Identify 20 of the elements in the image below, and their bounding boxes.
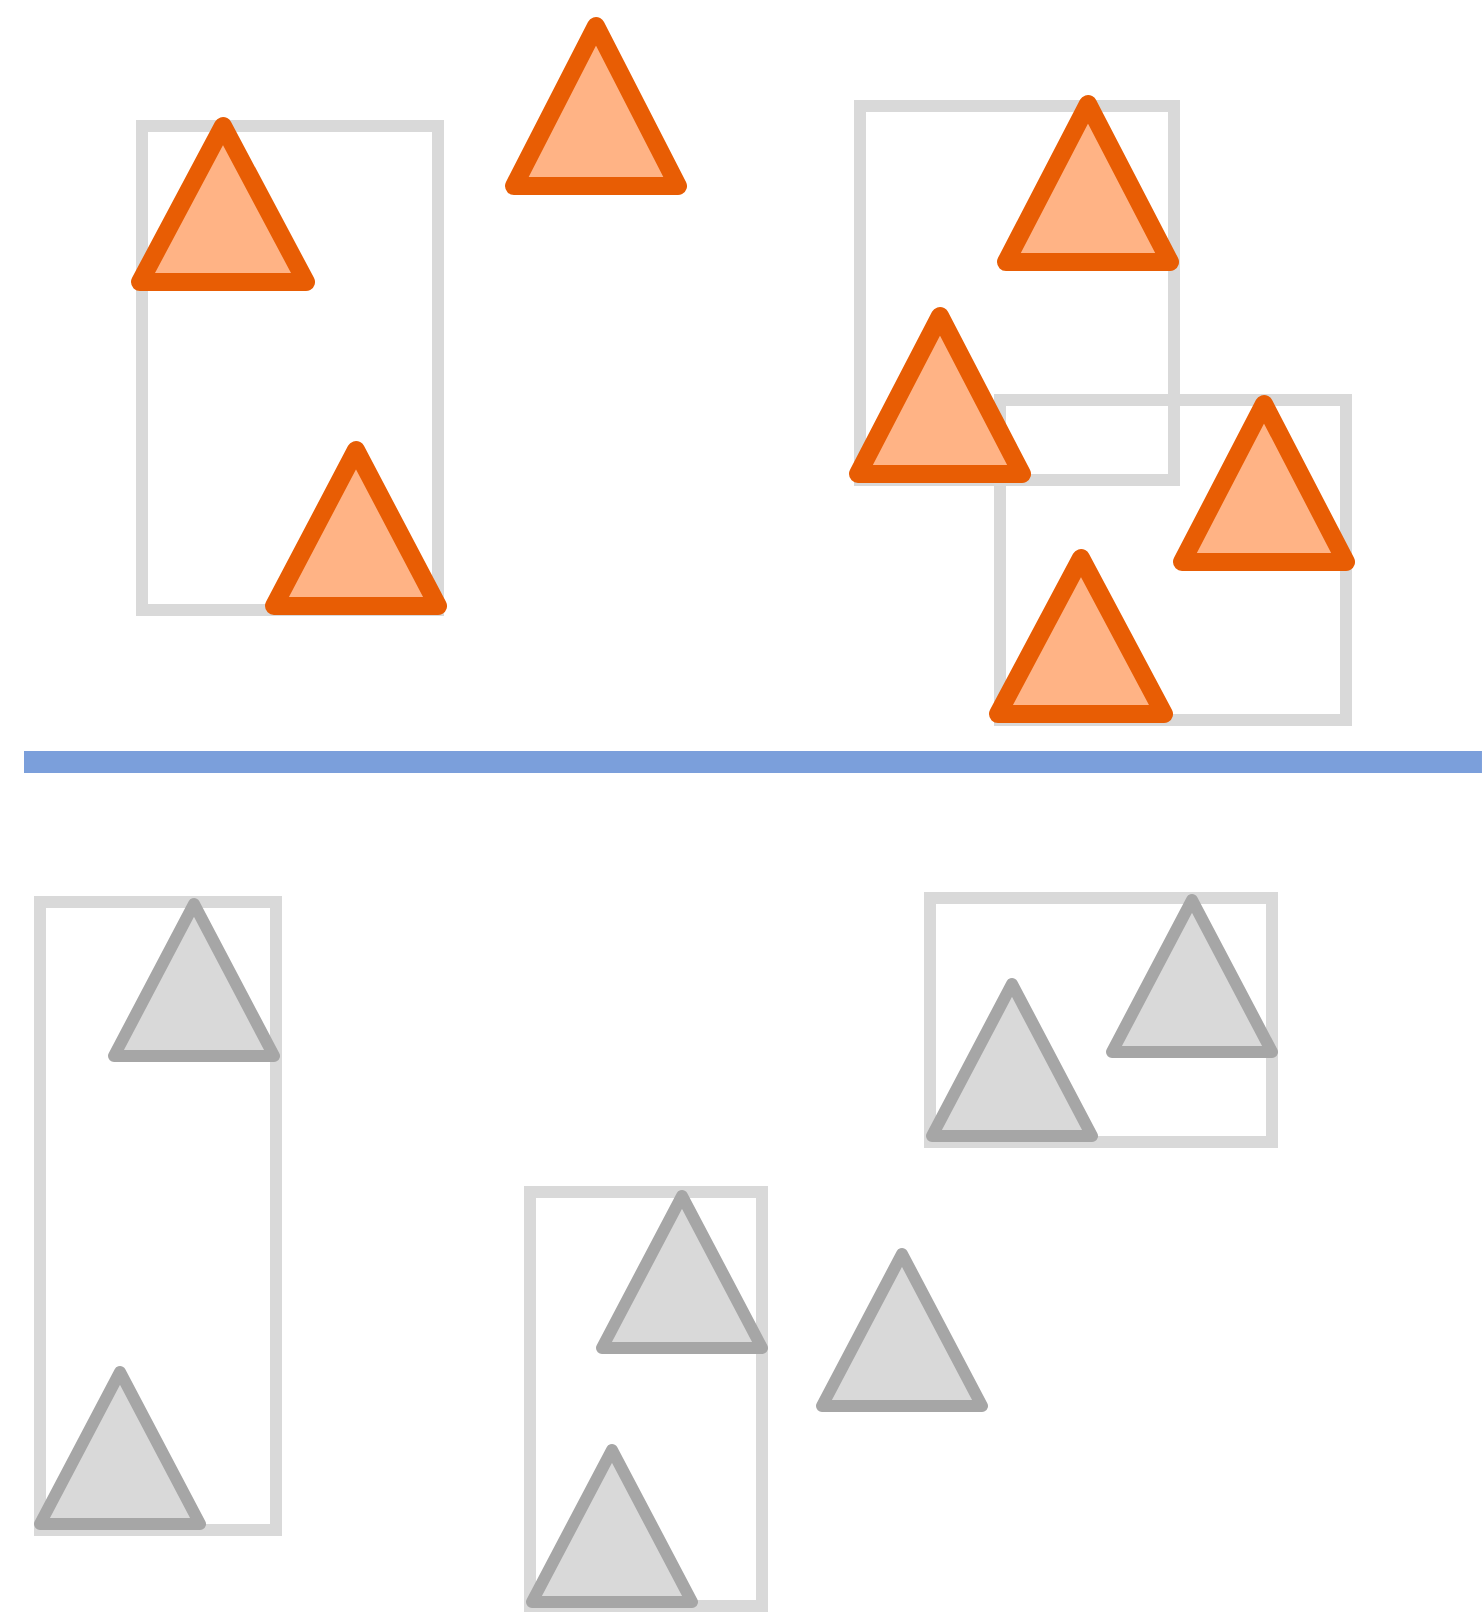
- triangle: [997, 95, 1179, 271]
- rectangle-outline: [854, 100, 1180, 486]
- rectangle-outline: [994, 394, 1352, 726]
- triangle: [34, 1366, 206, 1530]
- rectangle-outline: [924, 892, 1278, 1148]
- triangle: [596, 1190, 768, 1354]
- triangle: [1173, 395, 1355, 571]
- triangle: [526, 1444, 698, 1608]
- triangle: [505, 17, 687, 195]
- triangle: [1106, 894, 1278, 1058]
- triangle: [989, 549, 1173, 723]
- triangle: [131, 117, 315, 291]
- rectangle-outline: [524, 1186, 768, 1612]
- triangle: [926, 978, 1098, 1142]
- rectangle-outline: [34, 896, 282, 1536]
- triangle: [849, 307, 1031, 483]
- triangle: [816, 1248, 988, 1412]
- rectangle-outline: [136, 120, 444, 616]
- triangle: [265, 441, 447, 615]
- triangle: [108, 898, 280, 1062]
